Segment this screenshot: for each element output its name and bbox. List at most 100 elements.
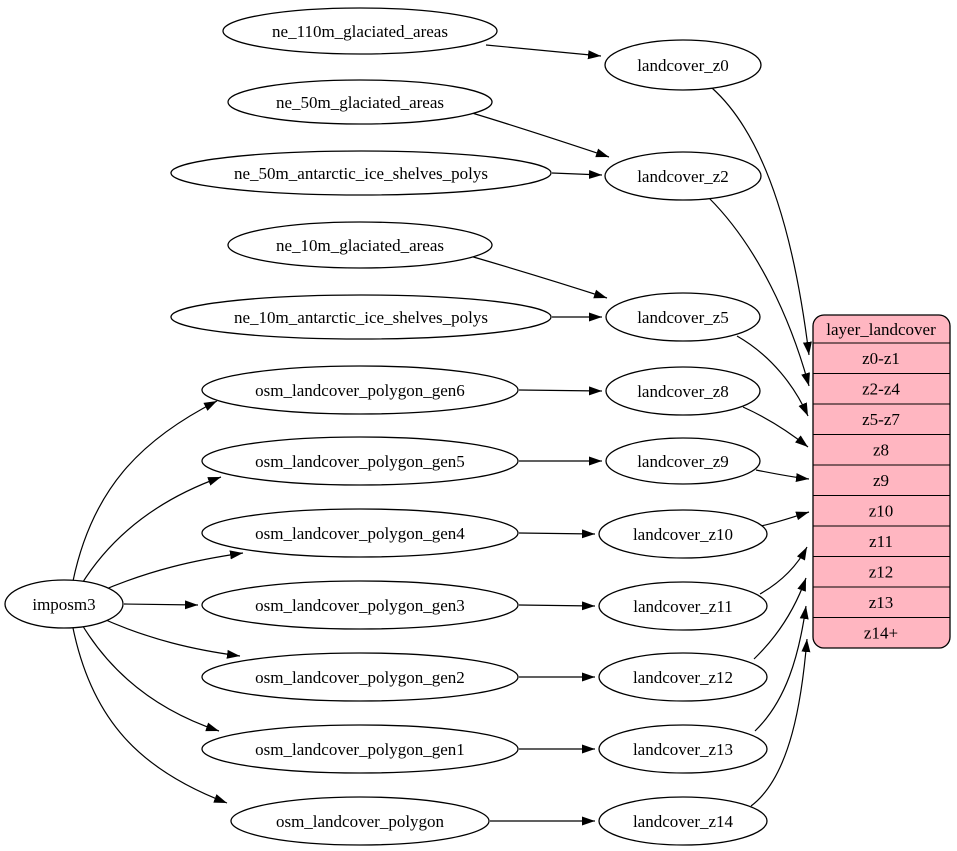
node-landcover-z0-label: landcover_z0 [637, 56, 729, 75]
node-osm-landcover-polygon: osm_landcover_polygon [230, 796, 490, 846]
edge-landcover-z8-to-record-row-z8 [742, 406, 809, 448]
edge-imposm3-to-osm-landcover-polygon-gen1 [80, 622, 220, 732]
node-landcover-z0: landcover_z0 [604, 39, 762, 91]
node-osm-landcover-polygon-gen5-shape [201, 436, 519, 486]
edge-ne-10m-glaciated-areas-to-landcover-z5 [469, 255, 608, 299]
node-ne-110m-glaciated-areas-label: ne_110m_glaciated_areas [272, 22, 448, 41]
node-landcover-z5: landcover_z5 [605, 292, 761, 342]
node-osm-landcover-polygon-gen1-shape [201, 724, 519, 774]
node-osm-landcover-polygon-label: osm_landcover_polygon [276, 812, 445, 831]
record-row-z5-z7: z5-z7 [862, 410, 900, 429]
node-osm-landcover-polygon-gen6-label: osm_landcover_polygon_gen6 [255, 381, 465, 400]
node-osm-landcover-polygon-gen1: osm_landcover_polygon_gen1 [201, 724, 519, 774]
node-landcover-z10: landcover_z10 [598, 509, 768, 559]
node-landcover-z5-shape [605, 292, 761, 342]
node-osm-landcover-polygon-gen4-label: osm_landcover_polygon_gen4 [255, 524, 465, 543]
node-osm-landcover-polygon-gen2: osm_landcover_polygon_gen2 [201, 652, 519, 702]
node-landcover-z8-label: landcover_z8 [637, 382, 729, 401]
edge-landcover-z2-to-record-row-z2-z4 [708, 197, 810, 387]
node-landcover-z9-label: landcover_z9 [637, 452, 729, 471]
record-row-z10: z10 [869, 502, 894, 521]
node-ne-10m-glaciated-areas-label: ne_10m_glaciated_areas [276, 236, 444, 255]
node-landcover-z2: landcover_z2 [604, 151, 762, 201]
record-row-z12: z12 [869, 563, 894, 582]
node-osm-landcover-polygon-gen1-label: osm_landcover_polygon_gen1 [255, 740, 465, 759]
node-landcover-z9: landcover_z9 [605, 437, 761, 485]
node-landcover-z12: landcover_z12 [598, 652, 768, 702]
node-osm-landcover-polygon-gen5: osm_landcover_polygon_gen5 [201, 436, 519, 486]
node-ne-10m-glaciated-areas: ne_10m_glaciated_areas [227, 221, 493, 269]
edge-ne-50m-glaciated-areas-to-landcover-z2 [471, 112, 610, 158]
node-imposm3-label: imposm3 [32, 595, 95, 614]
node-osm-landcover-polygon-gen5-label: osm_landcover_polygon_gen5 [255, 452, 465, 471]
edge-layer [72, 44, 812, 826]
record-row-z13: z13 [869, 593, 894, 612]
node-imposm3: imposm3 [4, 579, 124, 629]
record-row-z11: z11 [869, 532, 893, 551]
node-landcover-z2-shape [604, 151, 762, 201]
node-ne-50m-glaciated-areas: ne_50m_glaciated_areas [227, 79, 493, 125]
node-osm-landcover-polygon-shape [230, 796, 490, 846]
record-row-z14plus: z14+ [864, 624, 898, 643]
edge-landcover-z5-to-record-row-z5-z7 [736, 335, 809, 417]
node-landcover-z2-label: landcover_z2 [637, 167, 729, 186]
edge-ne-50m-antarctic-ice-shelves-polys-to-landcover-z2 [551, 169, 603, 179]
node-landcover-z12-shape [598, 652, 768, 702]
edge-landcover-z9-to-record-row-z9 [755, 469, 810, 483]
node-osm-landcover-polygon-gen4-shape [201, 508, 519, 558]
node-imposm3-shape [4, 579, 124, 629]
node-osm-landcover-polygon-gen3-label: osm_landcover_polygon_gen3 [255, 596, 465, 615]
node-osm-landcover-polygon-gen4: osm_landcover_polygon_gen4 [201, 508, 519, 558]
node-landcover-z9-shape [605, 437, 761, 485]
edge-landcover-z10-to-record-row-z10 [760, 511, 810, 527]
edge-imposm3-to-osm-landcover-polygon-gen3 [123, 600, 199, 610]
record-row-z9: z9 [873, 471, 889, 490]
edge-ne-110m-glaciated-areas-to-landcover-z0 [485, 44, 602, 60]
node-ne-50m-antarctic-ice-shelves-polys: ne_50m_antarctic_ice_shelves_polys [170, 150, 552, 196]
node-ne-110m-glaciated-areas-shape [222, 7, 498, 55]
node-ne-10m-antarctic-ice-shelves-polys: ne_10m_antarctic_ice_shelves_polys [170, 294, 552, 340]
record-layer-landcover-box [812, 314, 951, 649]
edge-landcover-z13-to-record-row-z13 [754, 605, 809, 732]
node-ne-50m-glaciated-areas-label: ne_50m_glaciated_areas [276, 93, 444, 112]
record-row-z8: z8 [873, 441, 889, 460]
record-row-z2-z4: z2-z4 [862, 380, 900, 399]
edge-imposm3-to-osm-landcover-polygon-gen6 [72, 400, 218, 582]
node-osm-landcover-polygon-gen6: osm_landcover_polygon_gen6 [201, 365, 519, 415]
node-ne-50m-antarctic-ice-shelves-polys-shape [170, 150, 552, 196]
record-title: layer_landcover [826, 320, 936, 339]
edge-imposm3-to-osm-landcover-polygon-gen5 [80, 476, 222, 586]
edge-landcover-z14-to-record-row-z14plus [750, 638, 811, 807]
node-ne-50m-antarctic-ice-shelves-polys-label: ne_50m_antarctic_ice_shelves_polys [234, 164, 488, 183]
node-landcover-z14-shape [598, 796, 768, 846]
node-landcover-z14-label: landcover_z14 [633, 812, 734, 831]
node-osm-landcover-polygon-gen6-shape [201, 365, 519, 415]
node-landcover-z10-label: landcover_z10 [633, 525, 733, 544]
node-landcover-z13-shape [598, 724, 768, 774]
edge-landcover-z12-to-record-row-z12 [753, 577, 807, 660]
node-osm-landcover-polygon-gen2-label: osm_landcover_polygon_gen2 [255, 668, 465, 687]
node-landcover-z13: landcover_z13 [598, 724, 768, 774]
node-landcover-z8-shape [605, 366, 761, 416]
node-landcover-z8: landcover_z8 [605, 366, 761, 416]
node-landcover-z0-shape [604, 39, 762, 91]
node-landcover-z13-label: landcover_z13 [633, 740, 733, 759]
node-osm-landcover-polygon-gen2-shape [201, 652, 519, 702]
edge-landcover-z11-to-record-row-z11 [759, 546, 808, 595]
node-landcover-z11-shape [598, 581, 768, 631]
node-landcover-z5-label: landcover_z5 [637, 308, 729, 327]
edge-landcover-z0-to-record-row-z0-z1 [711, 87, 812, 356]
edge-imposm3-to-osm-landcover-polygon [72, 627, 228, 804]
node-ne-10m-glaciated-areas-shape [227, 221, 493, 269]
node-ne-110m-glaciated-areas: ne_110m_glaciated_areas [222, 7, 498, 55]
record-layer-landcover: layer_landcover z0-z1 z2-z4 z5-z7 z8 z9 … [812, 314, 951, 649]
node-ne-10m-antarctic-ice-shelves-polys-shape [170, 294, 552, 340]
node-osm-landcover-polygon-gen3-shape [201, 580, 519, 630]
node-landcover-z14: landcover_z14 [598, 796, 768, 846]
node-landcover-z12-label: landcover_z12 [633, 668, 733, 687]
node-osm-landcover-polygon-gen3: osm_landcover_polygon_gen3 [201, 580, 519, 630]
record-row-z0-z1: z0-z1 [862, 349, 900, 368]
edge-osm-landcover-polygon-gen6-to-landcover-z8 [518, 386, 603, 396]
